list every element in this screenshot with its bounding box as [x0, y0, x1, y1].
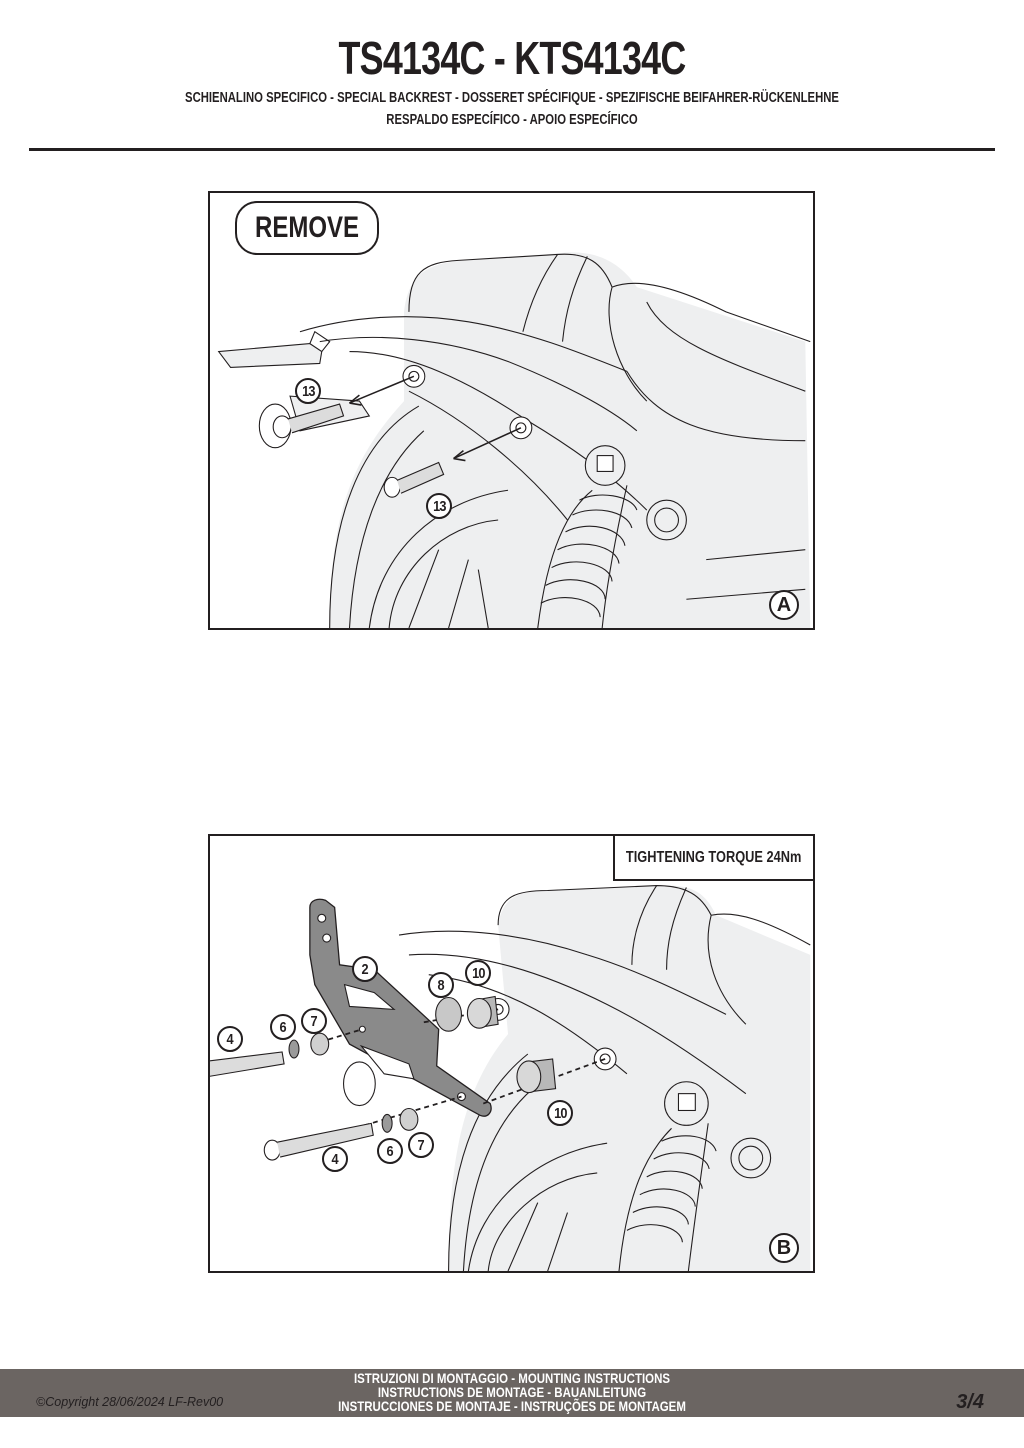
part-callout-13-upper: 13 [295, 378, 321, 404]
callout-number: 4 [226, 1030, 234, 1048]
callout-number: 7 [310, 1012, 318, 1030]
part-callout-6-lockwasher-top: 6 [270, 1014, 296, 1040]
callout-number: 6 [386, 1142, 394, 1160]
callout-number: 8 [437, 976, 445, 994]
part-callout-13-lower: 13 [426, 493, 452, 519]
subtitle-languages: SCHIENALINO SPECIFICO - SPECIAL BACKREST… [185, 90, 839, 106]
instructions-title: ISTRUZIONI DI MONTAGGIO - MOUNTING INSTR… [0, 1371, 1024, 1413]
part-callout-7-washer-bottom: 7 [408, 1132, 434, 1158]
torque-label: TIGHTENING TORQUE 24Nm [626, 848, 802, 866]
remove-label: REMOVE [254, 211, 360, 244]
instructions-line-2: INSTRUCTIONS DE MONTAGE - BAUANLEITUNG [377, 1384, 647, 1400]
page-number: 3/4 [956, 1391, 984, 1413]
view-letter: A [776, 593, 792, 616]
callout-number: 13 [432, 497, 446, 515]
part-callout-8-spacer: 8 [428, 972, 454, 998]
view-label-a: A [769, 590, 799, 620]
header-divider [29, 148, 995, 151]
callout-number: 7 [417, 1136, 425, 1154]
part-callout-4-bolt-bottom: 4 [322, 1146, 348, 1172]
instructions-line-3: INSTRUCCIONES DE MONTAJE - INSTRUÇÕES DE… [338, 1398, 686, 1414]
document-title: TS4134C - KTS4134C [338, 32, 687, 84]
view-label-b: B [769, 1233, 799, 1263]
callout-number: 2 [361, 960, 369, 978]
instructions-line-1: ISTRUZIONI DI MONTAGGIO - MOUNTING INSTR… [353, 1370, 671, 1386]
part-callout-7-washer-top: 7 [301, 1008, 327, 1034]
callout-number: 10 [553, 1104, 567, 1122]
part-callout-2-bracket: 2 [352, 956, 378, 982]
callout-number: 6 [279, 1018, 287, 1036]
copyright-text: ©Copyright 28/06/2024 LF-Rev00 [36, 1395, 224, 1409]
tightening-torque-note: TIGHTENING TORQUE 24Nm [613, 836, 813, 881]
callout-number: 10 [471, 964, 485, 982]
remove-badge: REMOVE [235, 201, 379, 255]
footer-bar: ©Copyright 28/06/2024 LF-Rev00 ISTRUZION… [0, 1369, 1024, 1417]
diagram-panel-b: TIGHTENING TORQUE 24Nm 2 8 10 10 4 4 6 6… [208, 834, 815, 1273]
motorcycle-rear-illustration-b [210, 884, 811, 1271]
part-callout-10-bushing-bottom: 10 [547, 1100, 573, 1126]
subtitle-languages-2: RESPALDO ESPECÍFICO - APOIO ESPECÍFICO [386, 112, 638, 128]
part-callout-10-bushing-top: 10 [465, 960, 491, 986]
view-letter: B [776, 1236, 792, 1259]
callout-number: 4 [331, 1150, 339, 1168]
part-callout-6-lockwasher-bottom: 6 [377, 1138, 403, 1164]
callout-number: 13 [301, 382, 315, 400]
motorcycle-rear-illustration-a [217, 252, 811, 628]
diagram-panel-a: REMOVE 13 13 A [208, 191, 815, 630]
part-callout-4-bolt-top: 4 [217, 1026, 243, 1052]
